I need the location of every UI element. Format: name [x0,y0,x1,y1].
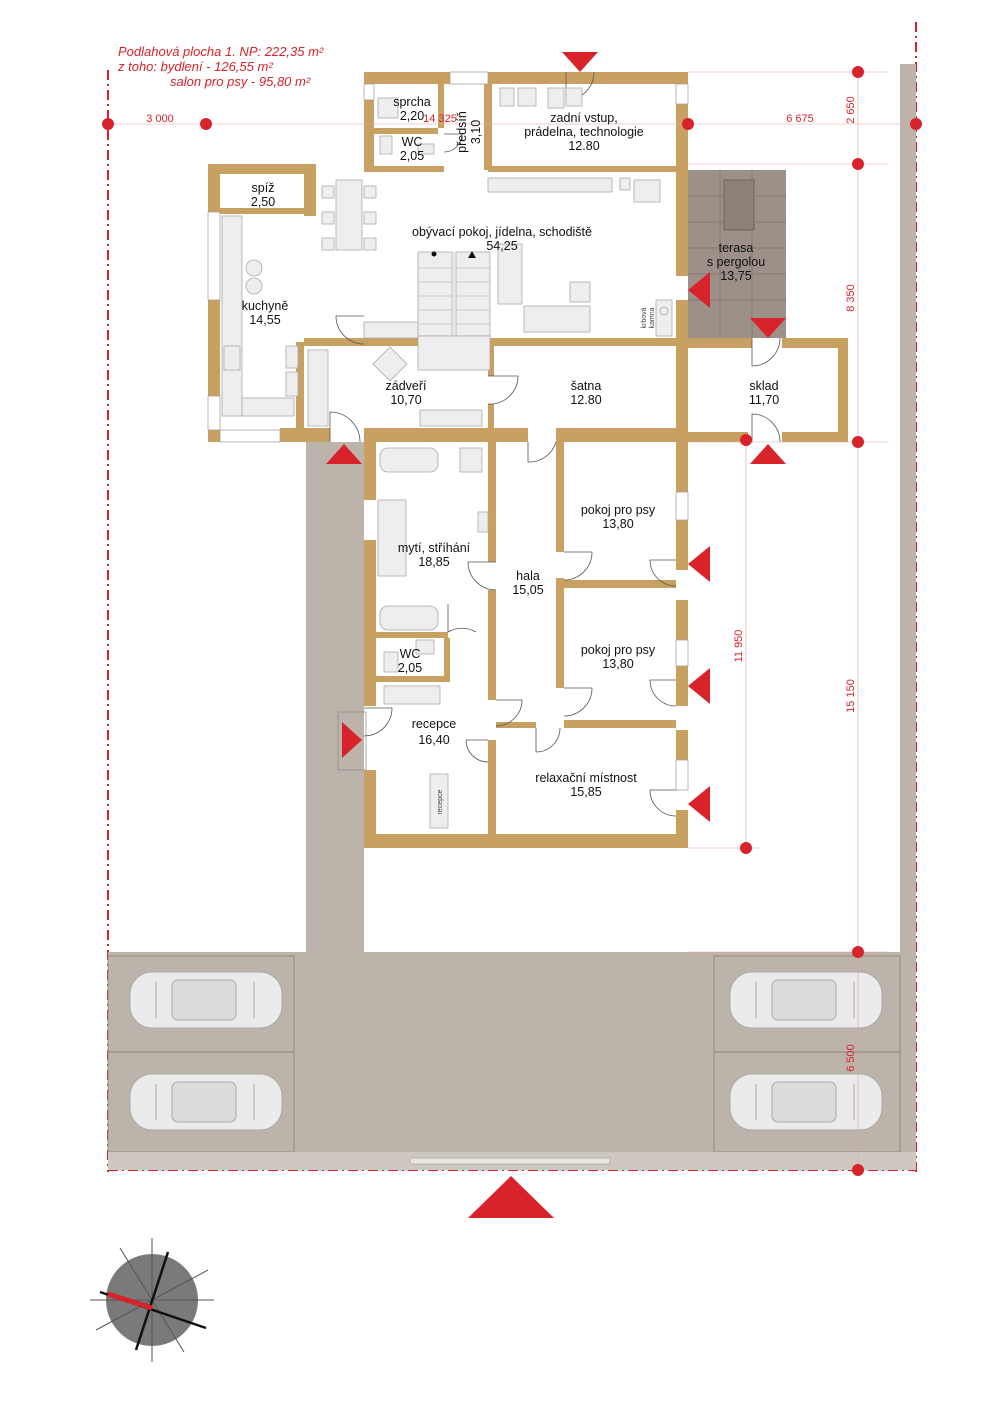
room-area-zadveri: 10,70 [390,393,421,407]
fireplace-label-1: krbová [641,307,648,328]
parked-car [129,1073,283,1131]
terrace-pergola [688,170,786,338]
entrance-arrow-icon [750,318,786,338]
dimension-lines [108,71,916,1170]
parked-car [729,971,883,1029]
entrance-arrow-icon [688,786,710,822]
compass-icon [90,1238,214,1362]
dimension-markers [102,66,922,1176]
room-area-wc-top: 2,05 [400,149,424,163]
entrance-arrow-icon [688,272,710,308]
parked-car [129,971,283,1029]
room-area-predsin: 3,10 [469,120,483,144]
walls [208,72,848,848]
stair-treads [418,252,490,336]
room-name-terasa-1: terasa [719,241,754,255]
room-name-obyvaci: obývací pokoj, jídelna, schodiště [412,225,592,239]
room-area-relax: 15,85 [570,785,601,799]
floor-area-salon: salon pro psy - 95,80 m² [170,74,311,89]
entrance-arrow-icon [688,668,710,704]
room-name-relax: relaxační místnost [535,771,637,785]
windows [207,71,689,791]
room-area-hala: 15,05 [512,583,543,597]
floor-area-summary: Podlahová plocha 1. NP: 222,35 m² z toho… [118,44,323,89]
entrance-arrow-icon [342,722,362,758]
room-name-spiz: spíž [252,181,275,195]
entrance-arrow-icon [562,52,598,72]
room-name-terasa-2: s pergolou [707,255,765,269]
room-area-satna: 12.80 [570,393,601,407]
fireplace-label-2: kamna [649,307,656,328]
parked-car [729,1073,883,1131]
room-name-zadni-1: zadní vstup, [550,111,617,125]
stair-start-dot [431,251,437,257]
room-name-sklad: sklad [749,379,778,393]
floor-area-total: Podlahová plocha 1. NP: 222,35 m² [118,44,324,59]
dimension-11950: 11 950 [733,630,745,663]
stair-arrow [468,251,476,258]
reception-desk-label: recepce [437,789,444,814]
room-area-sprcha: 2,20 [400,109,424,123]
room-area-zadni: 12.80 [568,139,599,153]
room-name-recepce: recepce [412,717,457,731]
dimension-14325: 14 325 [423,113,457,125]
doors [329,71,781,817]
room-name-hala: hala [516,569,540,583]
room-name-wc-bottom: WC [400,647,421,661]
room-name-satna: šatna [571,379,602,393]
main-entrance-arrow-icon [468,1176,554,1218]
dimension-8350: 8 350 [845,284,857,312]
room-area-spiz: 2,50 [251,195,275,209]
entrance-arrow-icon [688,546,710,582]
room-name-pokoj-2: pokoj pro psy [581,643,656,657]
room-area-pokoj-1: 13,80 [602,517,633,531]
dimension-2650: 2 650 [845,96,857,124]
room-area-recepce: 16,40 [418,733,449,747]
dimension-15150: 15 150 [845,679,857,713]
dimension-6500: 6 500 [845,1044,857,1072]
room-area-sklad: 11,70 [749,393,779,407]
room-name-zadni-2: prádelna, technologie [524,125,644,139]
room-area-wc-bottom: 2,05 [398,661,422,675]
dimension-6675: 6 675 [786,113,814,125]
room-area-pokoj-2: 13,80 [602,657,633,671]
room-area-myti: 18,85 [418,555,449,569]
entrance-arrow-icon [326,444,362,464]
floor-area-living: z toho: bydlení - 126,55 m² [118,59,273,74]
room-area-obyvaci: 54,25 [486,239,517,253]
room-name-myti: mytí, stříhání [398,541,471,555]
dimension-3000: 3 000 [146,113,174,125]
room-name-zadveri: zádveří [386,379,428,393]
room-area-terasa: 13,75 [720,269,751,283]
room-area-kuchyne: 14,55 [249,313,280,327]
room-name-sprcha: sprcha [393,95,431,109]
entrance-markers [326,52,786,1218]
room-name-kuchyne: kuchyně [242,299,289,313]
entrance-arrow-icon [750,444,786,464]
room-name-wc-top: WC [402,135,423,149]
room-name-predsin: předsíň [455,111,469,153]
furniture [221,87,673,829]
room-name-pokoj-1: pokoj pro psy [581,503,656,517]
